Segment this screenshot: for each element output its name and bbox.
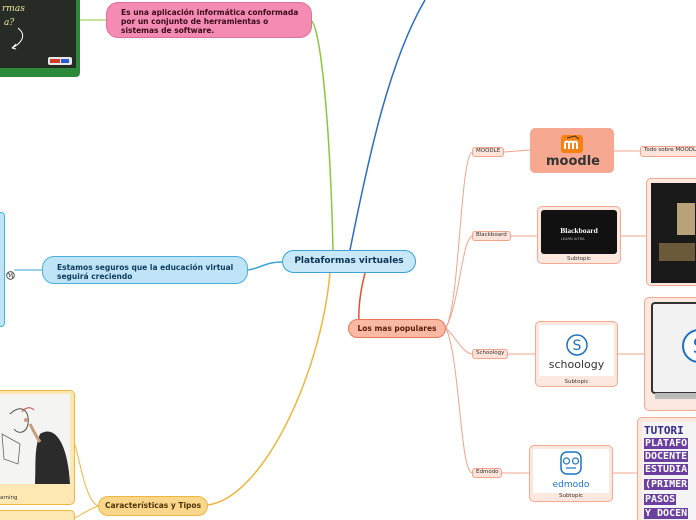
chalkboard-text-a: rmas [2,4,25,14]
moodle-card[interactable]: moodle [530,128,614,173]
tutorial-line-5: (PRIMER [644,479,689,490]
tutorial-line-1: TUTORI [644,424,684,437]
whiteboard-drawing [0,394,70,484]
tutorial-line-6: PASOS [644,494,677,505]
blackboard-logo: Blackboard LEARN ULTRA [541,210,617,254]
growth-node[interactable]: Estamos seguros que la educación virtual… [42,256,248,284]
tutorial-line-2: PLATAFO [644,438,689,449]
characteristics-node[interactable]: Características y Tipos [98,496,208,516]
whiteboard-caption: arning [0,495,18,501]
schoology-s-icon-large: S [682,329,696,363]
blackboard-preview-screen [651,183,696,283]
blackboard-wordmark: Blackboard [560,226,598,235]
tag-schoology[interactable]: Schoology [472,349,508,359]
schoology-s-icon: S [566,334,588,356]
svg-text:S: S [693,334,696,358]
edmodo-logo: edmodo [533,449,609,493]
tutorial-line-4: ESTUDIA [644,464,689,475]
blackboard-preview-image[interactable] [646,178,696,286]
tutorial-banner: TUTORI PLATAFO DOCENTE ESTUDIA (PRIMER P… [642,422,696,520]
blackboard-product: LEARN ULTRA [561,237,585,241]
moodle-link[interactable]: Todo sobre MOODLE [640,146,696,157]
tutorial-line-3: DOCENTE [644,451,689,462]
bottom-left-image[interactable] [0,510,75,520]
tag-moodle[interactable]: MOODLE [472,147,504,157]
laptop-screen: S [651,302,696,394]
schoology-subtopic: Subtopic [564,379,589,385]
globe-icon [6,265,15,280]
moodle-wordmark: moodle [546,154,600,169]
definition-node[interactable]: Es una aplicación informática conformada… [106,2,312,38]
edmodo-wordmark: edmodo [552,480,590,490]
svg-text:S: S [573,338,582,354]
laptop-base [655,393,696,399]
edmodo-owl-icon [560,451,582,475]
tutorial-line-7: Y DOCEN [644,508,689,519]
tag-blackboard[interactable]: Blackboard [472,231,511,241]
characteristics-label: Características y Tipos [104,501,202,510]
definition-text: Es una aplicación informática conformada… [121,8,299,35]
chalk-arrow-icon [11,27,24,50]
chalkboard-image[interactable]: rmas a? [0,0,80,77]
central-topic-label: Plataformas virtuales [294,256,404,266]
blackboard-subtopic: Subtopic [566,256,592,262]
moodle-hat-icon [561,135,583,153]
moodle-logo: moodle [531,129,615,174]
schoology-preview-image[interactable]: S [644,297,696,411]
tutorial-image[interactable]: TUTORI PLATAFO DOCENTE ESTUDIA (PRIMER P… [637,417,696,520]
tag-edmodo[interactable]: Edmodo [472,468,502,478]
chalkboard-surface: rmas a? [0,0,76,68]
chalkboard-text-b: a? [4,18,15,28]
growth-text: Estamos seguros que la educación virtual… [57,263,234,281]
edmodo-card[interactable]: edmodo Subtopic [529,445,613,502]
edmodo-subtopic: Subtopic [558,493,584,499]
popular-node[interactable]: Los mas populares [348,319,446,338]
brand-logo [48,57,72,65]
popular-label: Los mas populares [357,324,437,333]
whiteboard-image[interactable]: arning [0,390,75,505]
schoology-card[interactable]: S schoology Subtopic [535,321,618,387]
schoology-logo: S schoology [539,325,614,376]
blackboard-card[interactable]: Blackboard LEARN ULTRA Subtopic [537,206,621,264]
central-topic[interactable]: Plataformas virtuales [282,250,416,273]
left-image-panel[interactable] [0,212,5,327]
schoology-wordmark: schoology [548,358,605,371]
